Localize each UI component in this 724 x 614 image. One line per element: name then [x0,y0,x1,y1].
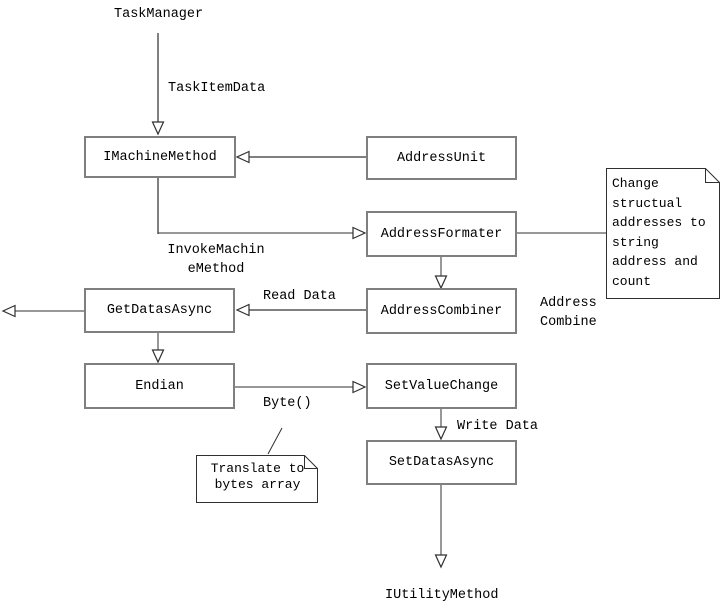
arrowhead-down-endian [151,349,165,364]
note-change-line3: addresses to [612,215,706,230]
arrowhead-left-imachinemethod [235,150,250,164]
node-setdatasasync-label: SetDatasAsync [388,455,495,470]
node-setvaluechange-label: SetValueChange [384,378,499,394]
edge-label-taskitemdata: TaskItemData [168,81,266,96]
edge-label-invokemachinemethod: InvokeMachin eMethod [160,241,272,279]
edge-label-addresscombine-line2: Combine [540,315,597,330]
arrowhead-right-setvaluechange [352,380,367,394]
node-endian: Endian [84,363,235,409]
note-change-line5: address and [612,254,698,269]
note-change-line4: string [612,234,659,250]
node-endian-label: Endian [135,378,184,394]
note-translate-line1: Translate to [210,461,305,476]
edge-label-readdata: Read Data [263,289,336,304]
note-translate-shape [196,455,318,503]
arrowhead-down-addresscombiner [434,275,448,290]
note-translate-connector [267,427,283,455]
note-change-structural: Change structual addresses to string add… [612,174,714,291]
arrowhead-left-getdatasasync [235,303,250,317]
edge-label-byte: Byte() [263,396,312,411]
arrowhead-down-setdatasasync [434,426,448,441]
note-change-shape [606,168,720,299]
node-addresscombiner: AddressCombiner [366,288,517,334]
node-getdatasasync-label: GetDatasAsync [106,303,213,318]
edge-label-invokemachinemethod-line1: InvokeMachin [167,243,265,258]
node-imachinemethod-label: IMachineMethod [103,149,217,165]
edge-label-invokemachinemethod-line2: eMethod [187,262,245,277]
node-addressformater: AddressFormater [366,211,517,257]
arrowhead-down-iutilitymethod [434,554,448,569]
node-addressunit: AddressUnit [366,136,517,180]
note-translate-bytes: Translate to bytes array [198,461,317,492]
edge-label-writedata: Write Data [457,419,539,434]
arrowhead-down-imachinemethod [151,121,165,136]
note-change-line2: structual [612,195,683,211]
note-change-line1: Change [612,176,659,191]
node-setdatasasync: SetDatasAsync [366,440,517,485]
note-translate-line2: bytes array [214,476,301,492]
node-getdatasasync: GetDatasAsync [84,288,235,333]
node-iutilitymethod-label: IUtilityMethod [385,588,499,603]
node-addressunit-label: AddressUnit [396,150,487,166]
edge-label-addresscombine: Address Combine [540,294,610,332]
node-addresscombiner-label: AddressCombiner [380,303,503,319]
arrowhead-right-addressformater [352,226,367,240]
node-imachinemethod: IMachineMethod [84,136,236,178]
node-addressformater-label: AddressFormater [380,226,503,242]
arrowhead-left-page-edge [1,304,16,318]
node-setvaluechange: SetValueChange [366,363,517,409]
note-change-line6: count [612,273,652,289]
edge-label-addresscombine-line1: Address [540,296,597,311]
node-taskmanager-label: TaskManager [114,7,204,22]
